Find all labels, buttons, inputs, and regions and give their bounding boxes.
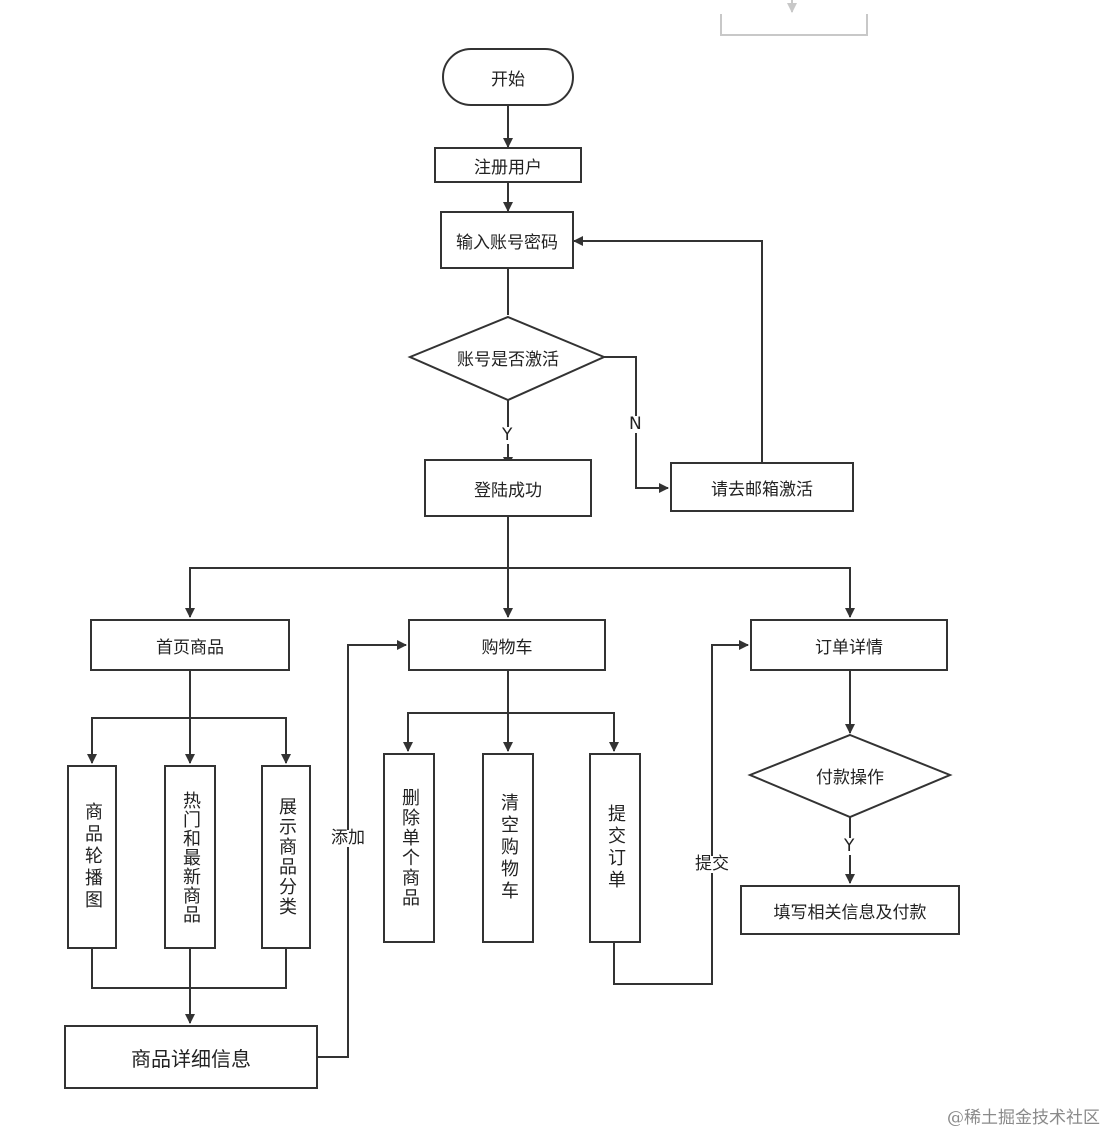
edge-label-yes-login: Y <box>502 425 513 445</box>
edge-cart-delete <box>403 712 508 752</box>
payment-label: 付款操作 <box>816 767 884 788</box>
diamond-check-active <box>407 315 607 402</box>
edge-home-carousel <box>87 717 190 764</box>
delete-item-node[interactable]: 删除单个商品 <box>383 753 435 943</box>
clear-cart-node[interactable]: 清空购物车 <box>482 753 534 943</box>
edge-login-order <box>508 567 855 618</box>
cart-node[interactable]: 购物车 <box>408 619 606 671</box>
watermark: @稀土掘金技术社区 <box>947 1108 1100 1128</box>
activate-email-node[interactable]: 请去邮箱激活 <box>670 462 854 512</box>
categories-node[interactable]: 展示商品分类 <box>261 765 311 949</box>
order-detail-node[interactable]: 订单详情 <box>750 619 948 671</box>
goods-detail-node[interactable]: 商品详细信息 <box>64 1025 318 1089</box>
login-success-node[interactable]: 登陆成功 <box>424 459 592 517</box>
hot-new-node[interactable]: 热门和最新商品 <box>164 765 216 949</box>
diamond-payment <box>747 733 953 819</box>
submit-order-node[interactable]: 提交订单 <box>589 753 641 943</box>
home-goods-node[interactable]: 首页商品 <box>90 619 290 671</box>
fill-pay-node[interactable]: 填写相关信息及付款 <box>740 885 960 935</box>
start-node[interactable]: 开始 <box>442 48 574 106</box>
faded-top-box <box>720 14 868 36</box>
edge-label-add: 添加 <box>331 828 365 848</box>
edge-detail-cart <box>318 640 407 1058</box>
edge-home-categories <box>190 717 291 764</box>
edge-activate-input <box>573 236 763 462</box>
edge-submit-order <box>613 640 749 985</box>
carousel-node[interactable]: 商品轮播图 <box>67 765 117 949</box>
edge-cart-submit <box>508 712 619 752</box>
input-account-node[interactable]: 输入账号密码 <box>440 211 574 269</box>
edge-login-home <box>185 567 508 618</box>
register-node[interactable]: 注册用户 <box>434 147 582 183</box>
edge-label-yes-payment: Y <box>844 836 855 856</box>
edge-label-no: N <box>629 414 642 434</box>
check-active-label: 账号是否激活 <box>457 349 559 370</box>
edge-label-submit: 提交 <box>695 854 729 874</box>
